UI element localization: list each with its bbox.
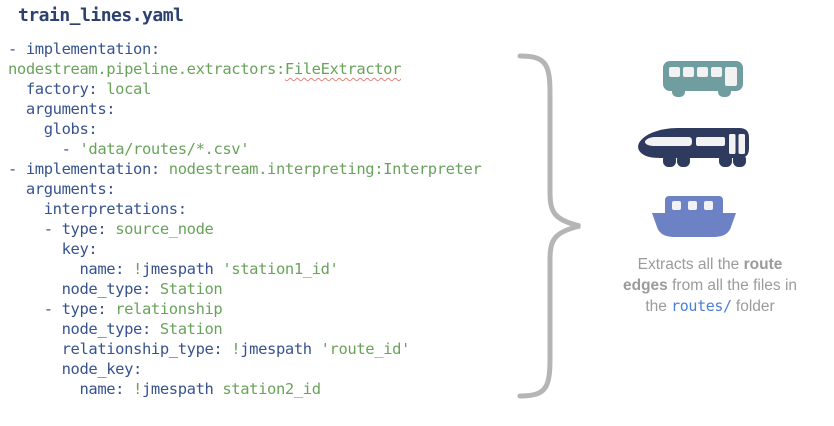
caption: Extracts all the route edges from all the… [585,254,834,317]
code-line: - type: source_node [8,220,214,238]
code-line: node_key: [8,360,143,378]
code-line: node_type: Station [8,280,223,298]
caption-line: Extracts all the route [637,256,783,273]
train-icon [636,126,751,169]
code-line: - implementation: nodestream.interpretin… [8,160,482,178]
routes-folder-code: routes/ [671,297,732,315]
code-line: - implementation: [8,40,160,58]
code-line: name: !jmespath station2_id [8,380,321,398]
file-title: train_lines.yaml [18,5,184,26]
bus-icon [663,61,743,98]
boat-icon [652,196,736,237]
code-line: - type: relationship [8,300,223,318]
caption-line: edges from all the files in [622,277,798,294]
code-line: interpretations: [8,200,187,218]
yaml-code: - implementation: nodestream.pipeline.ext… [8,39,482,399]
code-line: arguments: [8,100,116,118]
caption-line: the routes/ folder [645,297,775,315]
code-line: key: [8,240,98,258]
code-line: globs: [8,120,98,138]
code-line: name: !jmespath 'station1_id' [8,260,339,278]
code-line: arguments: [8,180,116,198]
curly-brace-icon [504,50,590,402]
code-line: relationship_type: !jmespath 'route_id' [8,340,411,358]
code-line: nodestream.pipeline.extractors:FileExtra… [8,60,402,78]
code-line: - 'data/routes/*.csv' [8,140,250,158]
code-line: factory: local [8,80,151,98]
code-line: node_type: Station [8,320,223,338]
